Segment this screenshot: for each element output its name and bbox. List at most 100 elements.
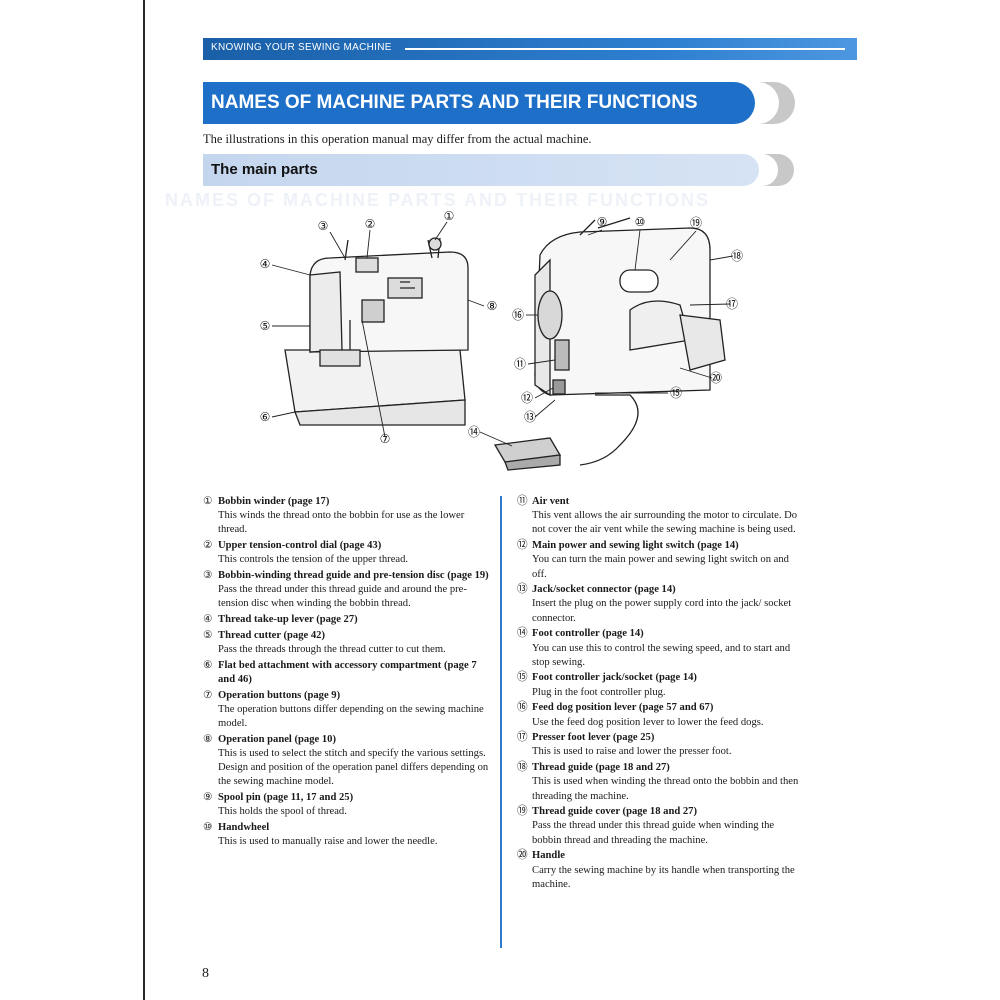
part-description: This is used when winding the thread ont… [532, 776, 799, 802]
part-description: Insert the plug on the power supply cord… [532, 598, 792, 624]
page-title-bar: NAMES OF MACHINE PARTS AND THEIR FUNCTIO… [203, 82, 755, 124]
callout-19: ⑲ [690, 216, 702, 230]
callout-18: ⑱ [731, 249, 743, 263]
part-title: Main power and sewing light switch (page… [532, 540, 739, 552]
callout-17: ⑰ [726, 297, 738, 311]
part-description: Use the feed dog position lever to lower… [532, 716, 764, 728]
part-description: You can use this to control the sewing s… [532, 642, 791, 668]
part-title: Presser foot lever (page 25) [532, 732, 655, 744]
callout-4: ④ [260, 257, 271, 271]
part-description: Pass the thread under this thread guide … [218, 584, 467, 610]
machine-side-view [493, 217, 726, 471]
callout-8: ⑧ [487, 299, 498, 313]
callout-1: ① [444, 209, 455, 223]
callout-5: ⑤ [260, 319, 271, 333]
part-description: Plug in the foot controller plug. [532, 686, 666, 698]
part-description: Carry the sewing machine by its handle w… [532, 864, 795, 890]
part-number: ⑨ [203, 792, 213, 804]
callout-16: ⑯ [512, 308, 524, 322]
callout-12: ⑫ [521, 391, 533, 405]
part-number: ⑰ [517, 732, 528, 744]
part-title: Bobbin winder (page 17) [218, 496, 330, 507]
part-title: Upper tension-control dial (page 43) [218, 540, 382, 552]
part-number: ⑳ [517, 850, 528, 862]
part-number: ⑭ [517, 628, 528, 640]
section-heading: The main parts [211, 161, 318, 178]
part-title: Jack/socket connector (page 14) [532, 584, 676, 596]
part-title: Handwheel [218, 821, 270, 833]
callout-3: ③ [318, 219, 329, 233]
page-margin-rule [143, 0, 145, 1000]
intro-text: The illustrations in this operation manu… [203, 132, 592, 146]
part-title: Spool pin (page 11, 17 and 25) [218, 792, 354, 804]
part-title: Thread take-up lever (page 27) [218, 614, 358, 626]
part-number: ⑪ [517, 496, 528, 507]
page-title: NAMES OF MACHINE PARTS AND THEIR FUNCTIO… [211, 92, 698, 113]
part-title: Bobbin-winding thread guide and pre-tens… [218, 570, 489, 582]
part-number: ⑤ [203, 629, 213, 641]
part-number: ⑯ [517, 702, 528, 714]
part-entry: ⑯ Feed dog position lever (page 57 and 67… [517, 701, 802, 729]
part-description: This winds the thread onto the bobbin fo… [218, 510, 465, 536]
header-rule [405, 48, 845, 50]
part-entry: ⑰ Presser foot lever (page 25) This is use… [517, 731, 802, 759]
part-number: ⑦ [203, 689, 213, 701]
part-number: ⑧ [203, 733, 213, 745]
chapter-header-band: KNOWING YOUR SEWING MACHINE [203, 38, 857, 60]
part-description: This holds the spool of thread. [218, 806, 347, 818]
part-description: You can turn the main power and sewing l… [532, 554, 789, 580]
part-title: Thread guide cover (page 18 and 27) [532, 806, 697, 818]
section-arrow-cap [762, 154, 794, 186]
part-number: ⑩ [203, 821, 213, 833]
column-divider [500, 496, 502, 948]
part-description: This controls the tension of the upper t… [218, 554, 409, 566]
parts-list-left: ① Bobbin winder (page 17) This winds the t… [203, 495, 493, 851]
callout-14: ⑭ [468, 425, 480, 439]
part-number: ⑬ [517, 584, 528, 596]
callout-9: ⑨ [597, 215, 608, 229]
part-entry: ⑱ Thread guide (page 18 and 27) This is us… [517, 761, 802, 804]
callout-13: ⑬ [524, 410, 536, 424]
part-title: Feed dog position lever (page 57 and 67) [532, 702, 714, 714]
part-title: Foot controller jack/socket (page 14) [532, 672, 697, 684]
part-number: ⑥ [203, 659, 213, 671]
section-heading-bar: The main parts [203, 154, 759, 186]
callout-6: ⑥ [260, 410, 271, 424]
part-description: Pass the threads through the thread cutt… [218, 644, 446, 656]
part-number: ① [203, 496, 213, 507]
part-number: ⑱ [517, 762, 528, 774]
part-entry: ⑬ Jack/socket connector (page 14) Insert t… [517, 583, 802, 626]
part-entry: ⑮ Foot controller jack/socket (page 14) Pl… [517, 671, 802, 699]
chapter-label: KNOWING YOUR SEWING MACHINE [211, 42, 392, 53]
callout-15: ⑮ [670, 386, 682, 400]
part-description: This is used to raise and lower the pres… [532, 746, 732, 758]
part-description: The operation buttons differ depending o… [218, 703, 484, 730]
bleed-through-text: NAMES OF MACHINE PARTS AND THEIR FUNCTIO… [165, 190, 710, 210]
part-number: ⑫ [517, 540, 528, 552]
part-description: Pass the thread under this thread guide … [532, 820, 775, 846]
callout-numbers: ① ② ③ ④ ⑤ ⑥ ⑦ ⑧ ⑨ ⑩ ⑪ ⑫ ⑬ ⑭ ⑮ ⑯ ⑰ ⑱ ⑲ ⑳ [260, 209, 743, 446]
callout-11: ⑪ [514, 357, 526, 371]
machine-parts-illustration: ① ② ③ ④ ⑤ ⑥ ⑦ ⑧ ⑨ ⑩ ⑪ ⑫ ⑬ ⑭ ⑮ ⑯ ⑰ ⑱ ⑲ ⑳ [260, 209, 743, 471]
callout-7: ⑦ [380, 432, 391, 446]
callout-20: ⑳ [710, 371, 722, 385]
callout-2: ② [365, 217, 376, 231]
title-arrow-cap [758, 82, 795, 124]
part-title: Thread guide (page 18 and 27) [532, 762, 670, 774]
part-title: Handle [532, 850, 565, 862]
part-entry: ⑫ Main power and sewing light switch (pag… [517, 539, 802, 582]
part-description: This vent allows the air surrounding the… [532, 510, 798, 536]
machine-front-view [284, 237, 469, 426]
part-number: ⑮ [517, 672, 528, 684]
